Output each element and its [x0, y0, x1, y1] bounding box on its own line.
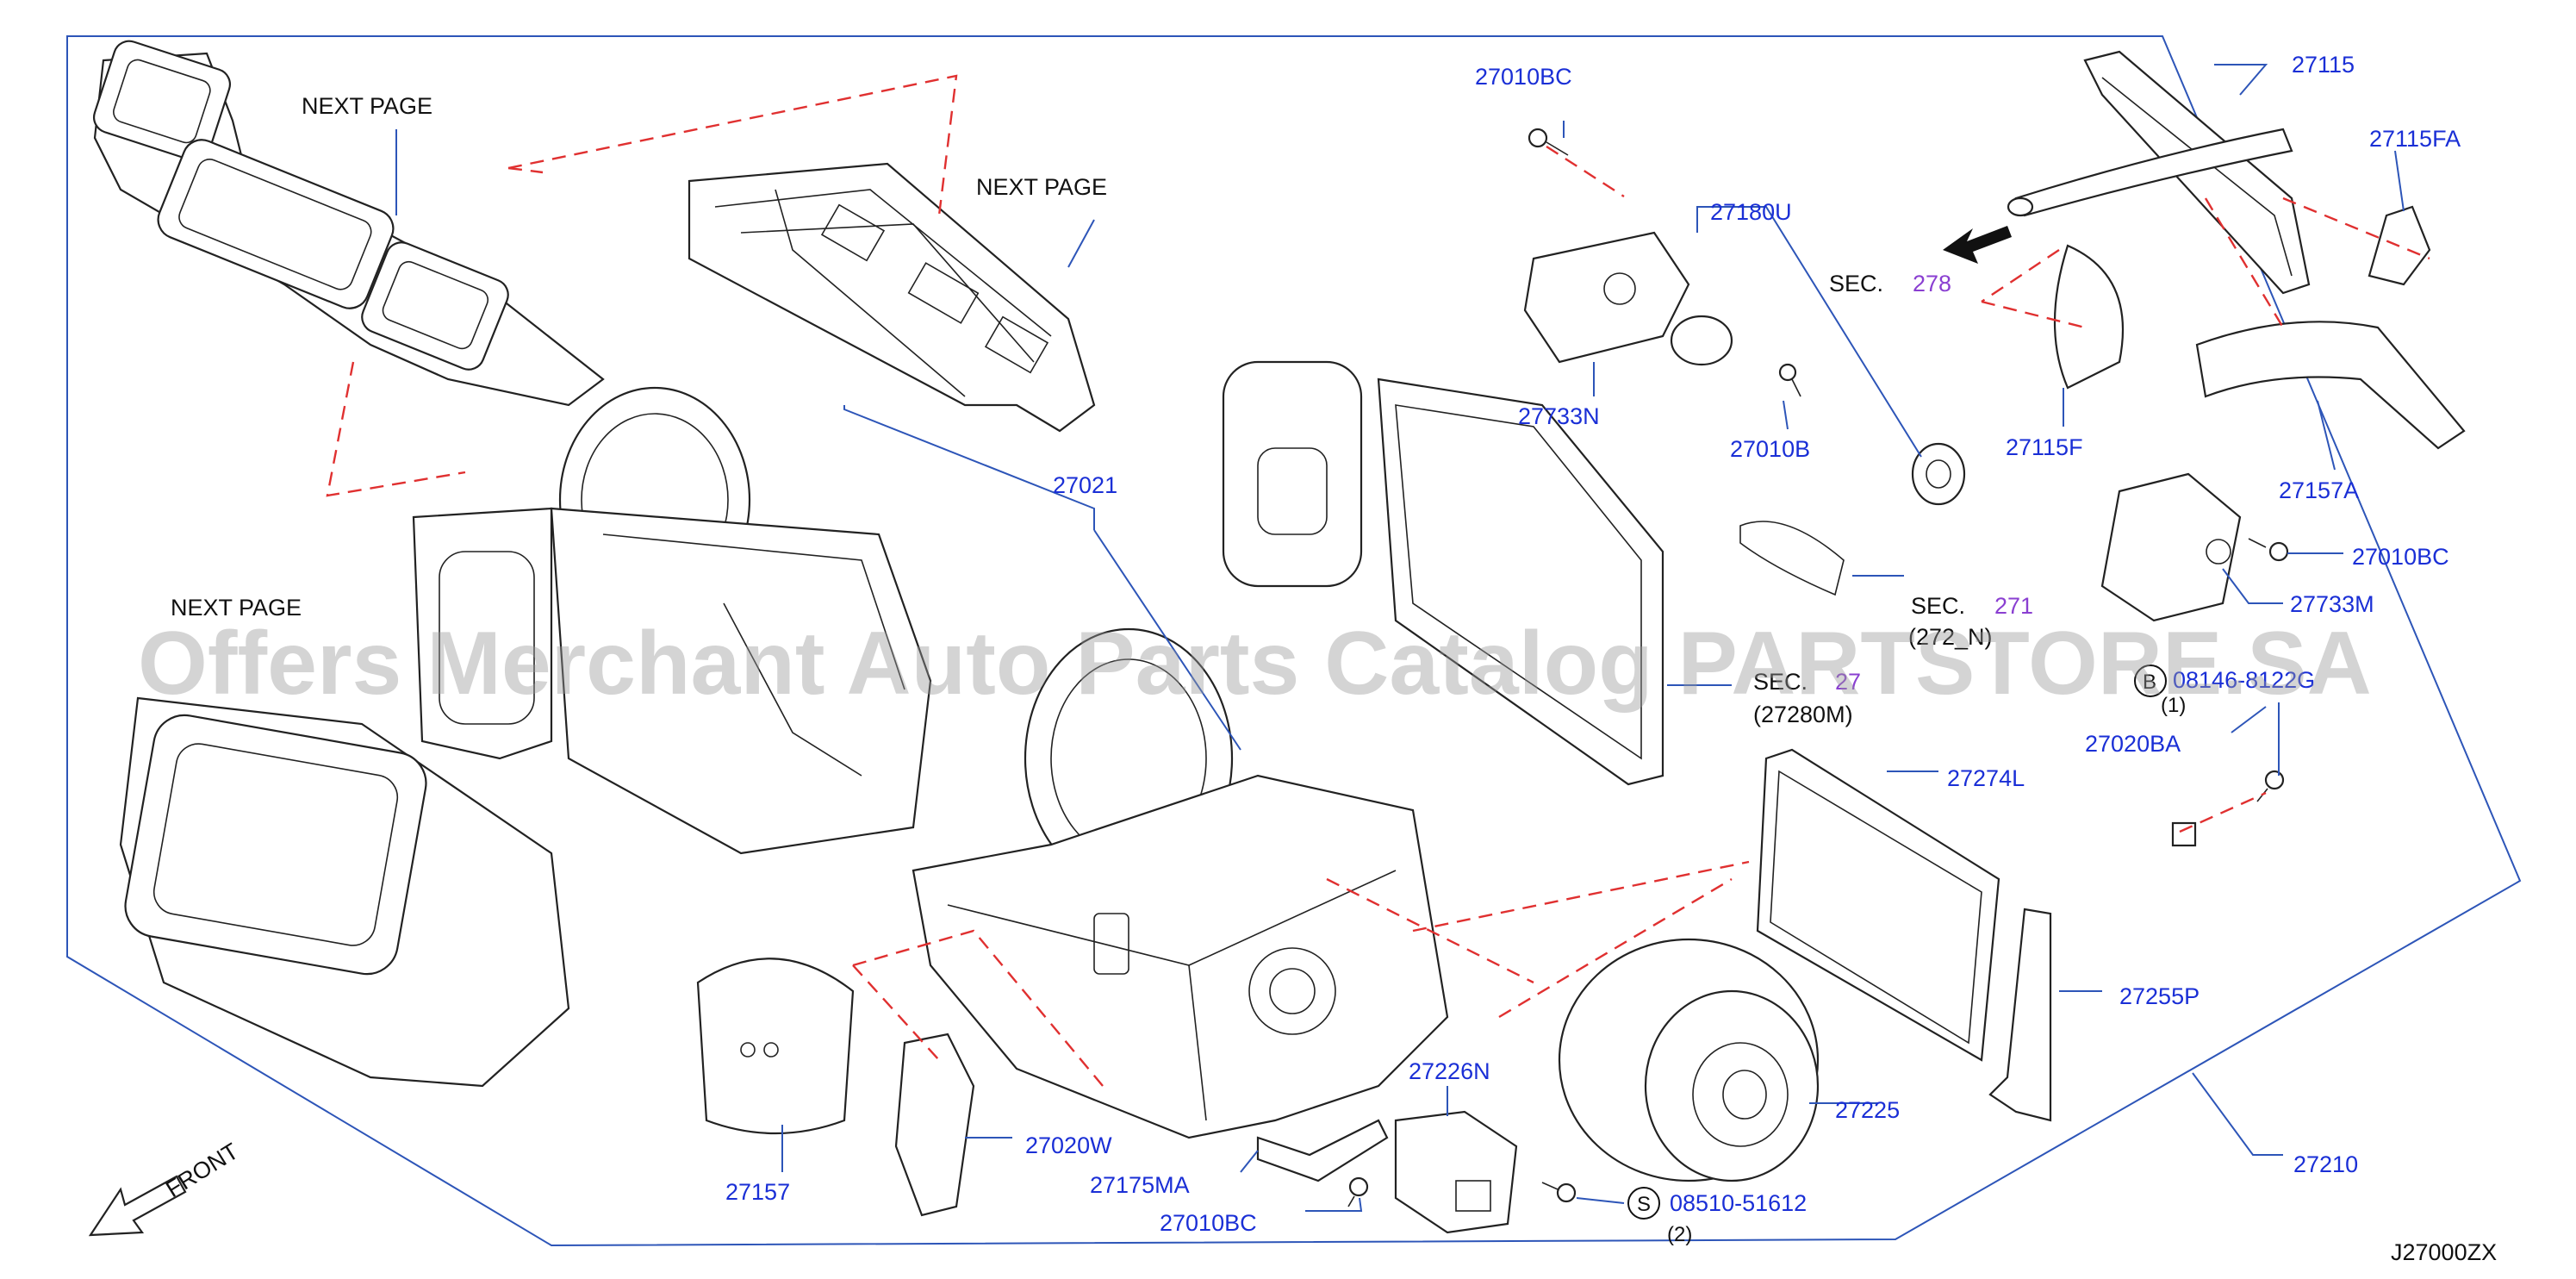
actuator-27733N	[1523, 231, 1733, 366]
duct-27115	[2007, 50, 2311, 295]
sec-ref-271-number[interactable]: 271	[1994, 593, 2033, 619]
bracket-27020W	[894, 1033, 975, 1217]
part-label-27274L[interactable]: 27274L	[1947, 765, 2025, 791]
part-label-27115F[interactable]: 27115F	[2006, 434, 2083, 460]
next-page-label-3[interactable]: NEXT PAGE	[171, 595, 302, 621]
part-label-27280M[interactable]: (27280M)	[1753, 702, 1853, 727]
next-page-label-2[interactable]: NEXT PAGE	[976, 174, 1107, 200]
part-label-27010BC-bottom[interactable]: 27010BC	[1160, 1210, 1257, 1236]
sec-ref-278-prefix[interactable]: SEC.	[1829, 271, 1883, 296]
part-label-27020W[interactable]: 27020W	[1025, 1132, 1112, 1158]
actuator-27733M	[2100, 472, 2242, 622]
heater-unit-main	[912, 627, 1449, 1139]
air-filter-27274L	[1756, 748, 2000, 1062]
part-label-27210[interactable]: 27210	[2293, 1151, 2358, 1177]
part-qty-08146: (1)	[2161, 694, 2186, 717]
distribution-case-top	[688, 162, 1096, 433]
part-label-272-n[interactable]: (272_N)	[1908, 624, 1993, 650]
circle-marker-s-label: S	[1637, 1193, 1651, 1216]
part-label-27010B[interactable]: 27010B	[1730, 436, 1810, 462]
leader-lines	[395, 64, 2405, 1212]
part-label-27157A[interactable]: 27157A	[2279, 477, 2359, 503]
circle-marker-s-icon	[1627, 1187, 1660, 1220]
screw-27010B	[1778, 363, 1801, 397]
screw-27020BA	[2256, 770, 2285, 802]
gear-27180U	[1911, 442, 1966, 506]
screw-27010BC-top	[1528, 128, 1569, 156]
duct-27115F	[2053, 244, 2125, 390]
part-label-08146[interactable]: 08146-8122G	[2173, 667, 2315, 693]
circle-marker-b-label: B	[2143, 671, 2156, 694]
sec-ref-278-number[interactable]: 278	[1913, 271, 1951, 296]
front-label: FRONT	[161, 1138, 243, 1202]
circle-marker-b-icon	[2134, 664, 2167, 697]
resistor-27226N	[1394, 1110, 1518, 1234]
heater-case-left	[412, 386, 932, 855]
screw-27010BC-bottom	[1347, 1176, 1369, 1207]
part-qty-08510: (2)	[1667, 1223, 1692, 1246]
front-arrow-icon	[88, 1175, 187, 1237]
part-label-27255P[interactable]: 27255P	[2119, 983, 2200, 1009]
next-page-label-1[interactable]: NEXT PAGE	[302, 93, 432, 119]
part-label-27010BC-right[interactable]: 27010BC	[2352, 544, 2449, 570]
diagram-code: J27000ZX	[2391, 1239, 2497, 1265]
part-label-27733M[interactable]: 27733M	[2290, 591, 2374, 617]
part-label-27180U[interactable]: 27180U	[1710, 199, 1792, 225]
part-label-08510-51612[interactable]: 08510-51612	[1670, 1190, 1807, 1216]
part-label-27225[interactable]: 27225	[1835, 1097, 1900, 1123]
sec-ref-27-number[interactable]: 27	[1835, 669, 1861, 695]
blower-cover-27157	[696, 958, 855, 1135]
duct-lower-left	[119, 696, 570, 1088]
filter-cover-27255P	[1988, 908, 2052, 1122]
evaporator-core	[1222, 360, 1664, 786]
sec-ref-271-prefix[interactable]: SEC.	[1911, 593, 1965, 619]
part-label-27157[interactable]: 27157	[725, 1179, 790, 1205]
part-label-27115FA[interactable]: 27115FA	[2369, 126, 2461, 152]
aspirator-hose	[1739, 521, 1845, 596]
part-label-27226N[interactable]: 27226N	[1409, 1058, 1490, 1084]
duct-27157A	[2195, 321, 2466, 450]
blower-motor-27225	[1558, 938, 1820, 1182]
duct-upper-left	[93, 40, 605, 407]
part-label-27021[interactable]: 27021	[1053, 472, 1117, 498]
part-label-27733N[interactable]: 27733N	[1518, 403, 1600, 429]
watermark-text: Offers Merchant Auto Parts Catalog PARTS…	[138, 614, 2372, 714]
part-label-27115[interactable]: 27115	[2292, 52, 2355, 78]
part-label-27175MA[interactable]: 27175MA	[1090, 1172, 1190, 1198]
assembly-dashed-lines	[326, 74, 2430, 1087]
part-label-27020BA[interactable]: 27020BA	[2085, 731, 2181, 757]
sec-278-arrow-icon	[1943, 226, 2012, 264]
hose-27175MA	[1256, 1119, 1389, 1182]
screw-08510	[1541, 1182, 1577, 1203]
screw-27010BC-right	[2248, 538, 2289, 562]
assembly-frame	[66, 35, 2522, 1247]
sec-ref-27-prefix[interactable]: SEC.	[1753, 669, 1808, 695]
part-label-27010BC-top[interactable]: 27010BC	[1475, 64, 1572, 90]
